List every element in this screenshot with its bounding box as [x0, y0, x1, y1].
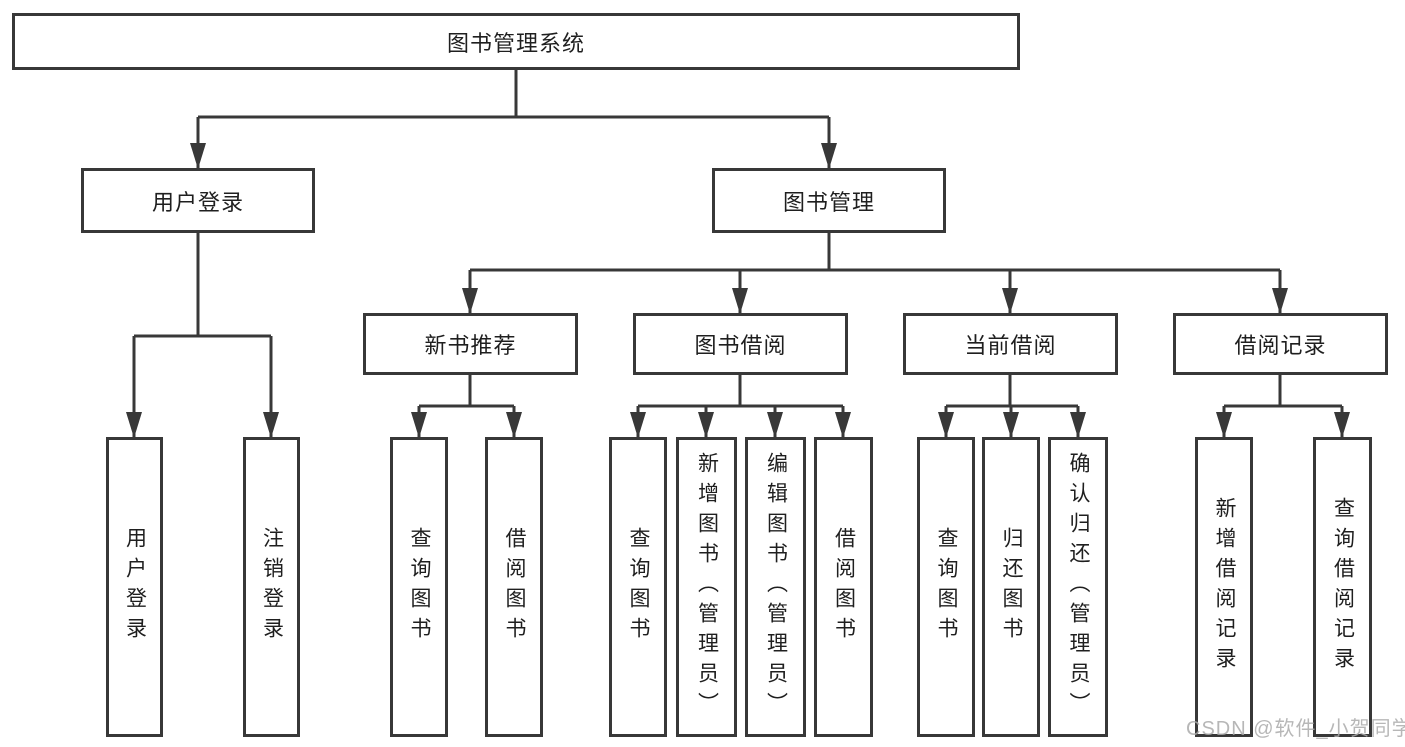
node-leaf-query-books-borrow: 查询图书	[609, 437, 667, 737]
connector-user-login-children	[126, 233, 279, 438]
node-leaf-add-borrow-record: 新增借阅记录	[1195, 437, 1253, 737]
connector-new-book-rec-children	[411, 375, 522, 438]
node-book-borrowing: 图书借阅	[633, 313, 848, 375]
node-current-borrowing: 当前借阅	[903, 313, 1118, 375]
node-borrowing-records: 借阅记录	[1173, 313, 1388, 375]
node-leaf-query-books-current: 查询图书	[917, 437, 975, 737]
connector-current-borrow-children	[938, 375, 1086, 438]
node-leaf-query-borrow-record: 查询借阅记录	[1313, 437, 1372, 737]
connector-book-borrow-children	[630, 375, 851, 438]
node-new-book-recommendation: 新书推荐	[363, 313, 578, 375]
node-user-login: 用户登录	[81, 168, 315, 233]
node-leaf-user-login: 用户登录	[106, 437, 163, 737]
node-leaf-borrow-books-rec: 借阅图书	[485, 437, 543, 737]
node-leaf-add-books-admin: 新增图书（管理员）	[676, 437, 737, 737]
node-book-management: 图书管理	[712, 168, 946, 233]
connector-root-to-level2	[190, 70, 837, 169]
node-leaf-confirm-return-admin: 确认归还（管理员）	[1048, 437, 1108, 737]
node-leaf-return-books: 归还图书	[982, 437, 1040, 737]
connector-book-mgmt-children	[462, 232, 1288, 314]
watermark: CSDN @软件_小贺同学	[1186, 718, 1405, 740]
node-root: 图书管理系统	[12, 13, 1020, 70]
node-leaf-edit-books-admin: 编辑图书（管理员）	[745, 437, 806, 737]
connector-borrow-record-children	[1216, 375, 1350, 438]
node-leaf-query-books-rec: 查询图书	[390, 437, 448, 737]
node-leaf-logout: 注销登录	[243, 437, 300, 737]
node-leaf-borrow-books: 借阅图书	[814, 437, 873, 737]
